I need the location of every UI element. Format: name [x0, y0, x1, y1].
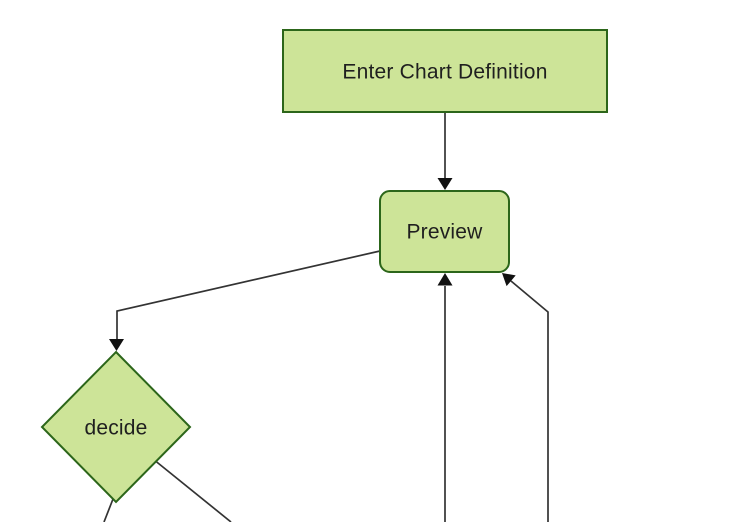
edge-decide-to-offscreen-right: [152, 458, 232, 522]
arrowhead-into-preview-corner: [502, 273, 516, 287]
edge-layer: [103, 112, 549, 522]
diamond-node-shape: [40, 350, 192, 504]
arrowhead-into-preview-top: [437, 178, 453, 190]
edge-preview-to-decide: [116, 250, 381, 340]
node-preview: Preview: [379, 190, 510, 273]
rounded-rectangle-node-shape: [379, 190, 510, 273]
node-label-preview: Preview: [406, 221, 483, 244]
rectangle-node-shape: [282, 29, 608, 113]
edge-decide-to-offscreen-left: [103, 498, 114, 522]
node-enter-chart-definition: Enter Chart Definition: [282, 29, 608, 113]
node-label-decide: decide: [84, 417, 147, 440]
arrowhead-into-decide-top: [109, 339, 124, 351]
node-decide: decide: [40, 350, 192, 504]
edge-offscreen-to-preview-corner: [510, 280, 549, 522]
arrowhead-into-preview-bottom: [437, 273, 453, 286]
node-label-enter-chart-definition: Enter Chart Definition: [342, 61, 547, 84]
